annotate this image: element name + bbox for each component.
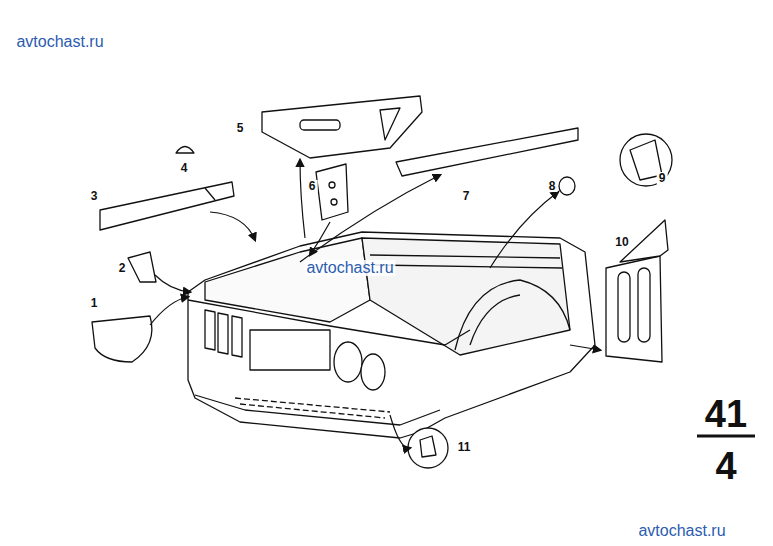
- callout-number: 1: [89, 297, 100, 309]
- callout-number: 2: [117, 262, 128, 274]
- callout-number: 3: [89, 190, 100, 202]
- watermark: avtochast.ru: [636, 523, 727, 539]
- callout-number: 6: [307, 180, 318, 192]
- watermark: avtochast.ru: [14, 34, 105, 50]
- callout-number: 5: [235, 122, 246, 134]
- page-number: 4: [713, 447, 738, 485]
- callout-number: 10: [613, 236, 630, 248]
- callout-number: 8: [547, 180, 558, 192]
- callout-number: 11: [456, 441, 473, 453]
- callout-number: 7: [461, 190, 472, 202]
- callout-number: 4: [179, 162, 190, 174]
- page-number: 41: [703, 395, 749, 433]
- callout-number: 9: [657, 172, 668, 184]
- watermark: avtochast.ru: [304, 260, 395, 276]
